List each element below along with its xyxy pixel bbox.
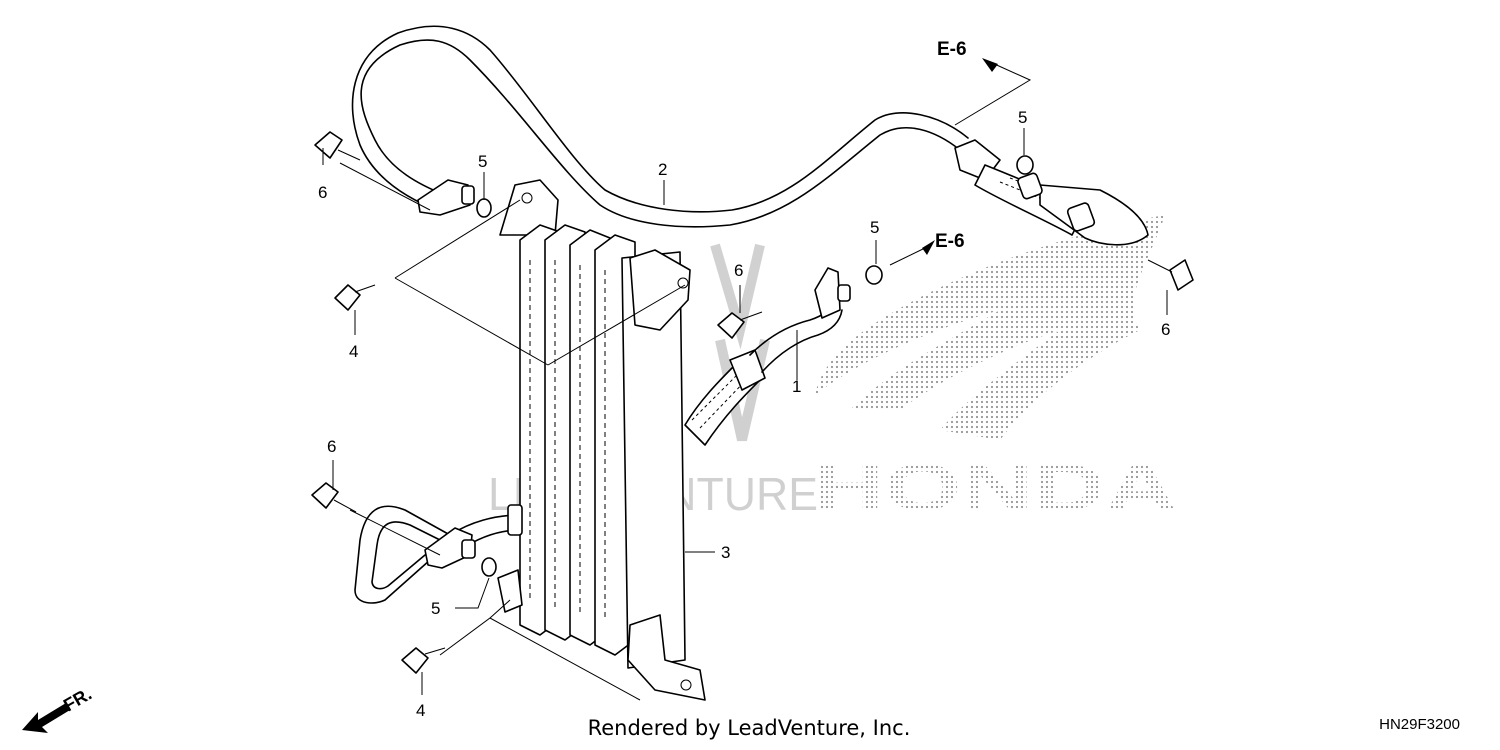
part-label-3: 3	[721, 543, 730, 562]
arrow-e6-mid	[922, 240, 935, 255]
part-label-5-top-left: 5	[478, 152, 487, 171]
bolt-6-top-left	[314, 131, 361, 161]
part-label-1: 1	[792, 377, 801, 396]
part-label-4-lower: 4	[416, 701, 425, 720]
bolt-4-lower	[401, 647, 446, 674]
middle-hose	[684, 267, 851, 446]
render-credit: Rendered by LeadVenture, Inc.	[587, 716, 911, 740]
arrow-e6-top	[982, 58, 998, 72]
washer-top-left	[476, 198, 492, 218]
part-label-6-mid: 6	[734, 261, 743, 280]
part-label-6-left-lower: 6	[327, 437, 336, 456]
upper-oil-pipe	[351, 25, 1149, 246]
part-label-2: 2	[658, 160, 667, 179]
oil-cooler	[497, 179, 706, 701]
washer-bottom	[481, 557, 497, 577]
honda-watermark-text: HONDA	[812, 450, 1177, 524]
washer-top-right	[1016, 155, 1034, 175]
washer-mid-right	[865, 265, 883, 285]
ref-callout-e6-top: E-6	[937, 39, 967, 60]
part-label-6-right: 6	[1161, 320, 1170, 339]
part-label-4-upper: 4	[349, 342, 358, 361]
bolt-6-mid	[717, 311, 763, 339]
part-label-5-bottom: 5	[431, 599, 440, 618]
part-label-6-top-left: 6	[318, 183, 327, 202]
bolt-6-left-lower	[311, 482, 357, 513]
diagram-code: HN29F3200	[1379, 716, 1460, 733]
leader-lines	[322, 61, 1168, 701]
bolt-6-right	[1147, 259, 1194, 291]
part-label-5-mid-right: 5	[870, 218, 879, 237]
ref-callout-e6-mid: E-6	[935, 231, 965, 252]
bolt-4-upper	[334, 284, 376, 311]
part-label-5-top-right: 5	[1018, 108, 1027, 127]
honda-wing-watermark: HONDA	[812, 215, 1177, 524]
lower-oil-pipe	[354, 504, 523, 604]
